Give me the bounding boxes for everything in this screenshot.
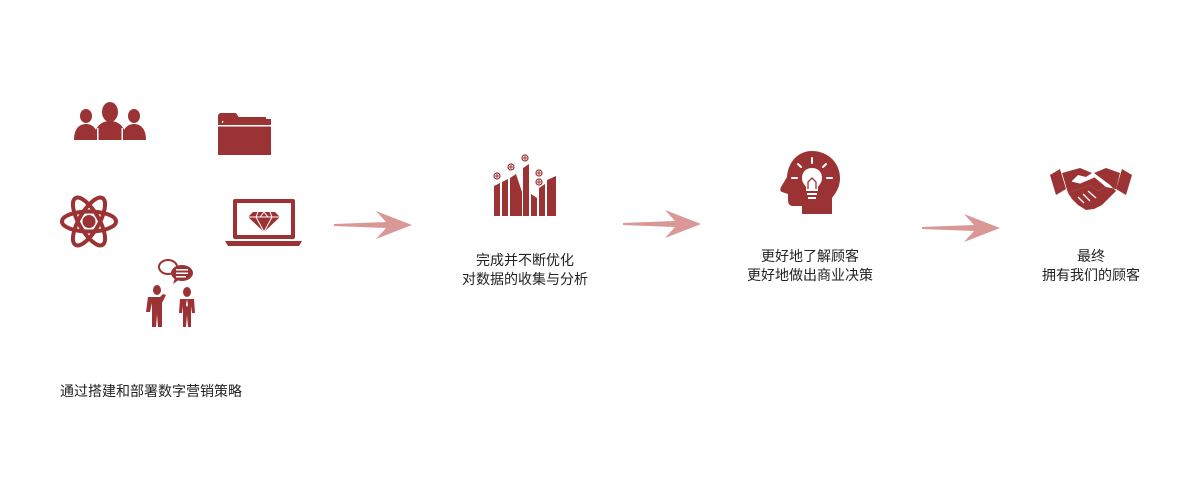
step-4-line-2: 拥有我们的顾客 <box>1042 268 1140 284</box>
step-3-caption: 更好地了解顾客 更好地做出商业决策 <box>715 248 905 286</box>
step-3-line-2: 更好地做出商业决策 <box>747 268 873 284</box>
step-4-caption: 最终 拥有我们的顾客 <box>996 248 1186 286</box>
step-4-line-1: 最终 <box>1077 249 1105 265</box>
laptop-diamond-icon <box>225 199 302 247</box>
idea-head-icon <box>778 150 841 215</box>
flow-arrow-1 <box>334 211 412 239</box>
step-3-line-1: 更好地了解顾客 <box>761 249 859 265</box>
handshake-icon <box>1050 165 1132 212</box>
folder-icon <box>216 107 273 157</box>
growth-chart-icon <box>492 154 558 217</box>
step-2-caption: 完成并不断优化 对数据的收集与分析 <box>430 252 620 290</box>
business-conversation-icon <box>146 257 199 328</box>
step-1-caption: 通过搭建和部署数字营销策略 <box>60 383 242 402</box>
step-2-line-2: 对数据的收集与分析 <box>462 272 588 288</box>
people-group-icon <box>72 100 148 142</box>
step-2-line-1: 完成并不断优化 <box>476 253 574 269</box>
flow-arrow-2 <box>623 210 701 238</box>
atom-icon <box>59 193 119 250</box>
flow-arrow-3 <box>922 214 1000 242</box>
step-1-line-1: 通过搭建和部署数字营销策略 <box>60 384 242 400</box>
